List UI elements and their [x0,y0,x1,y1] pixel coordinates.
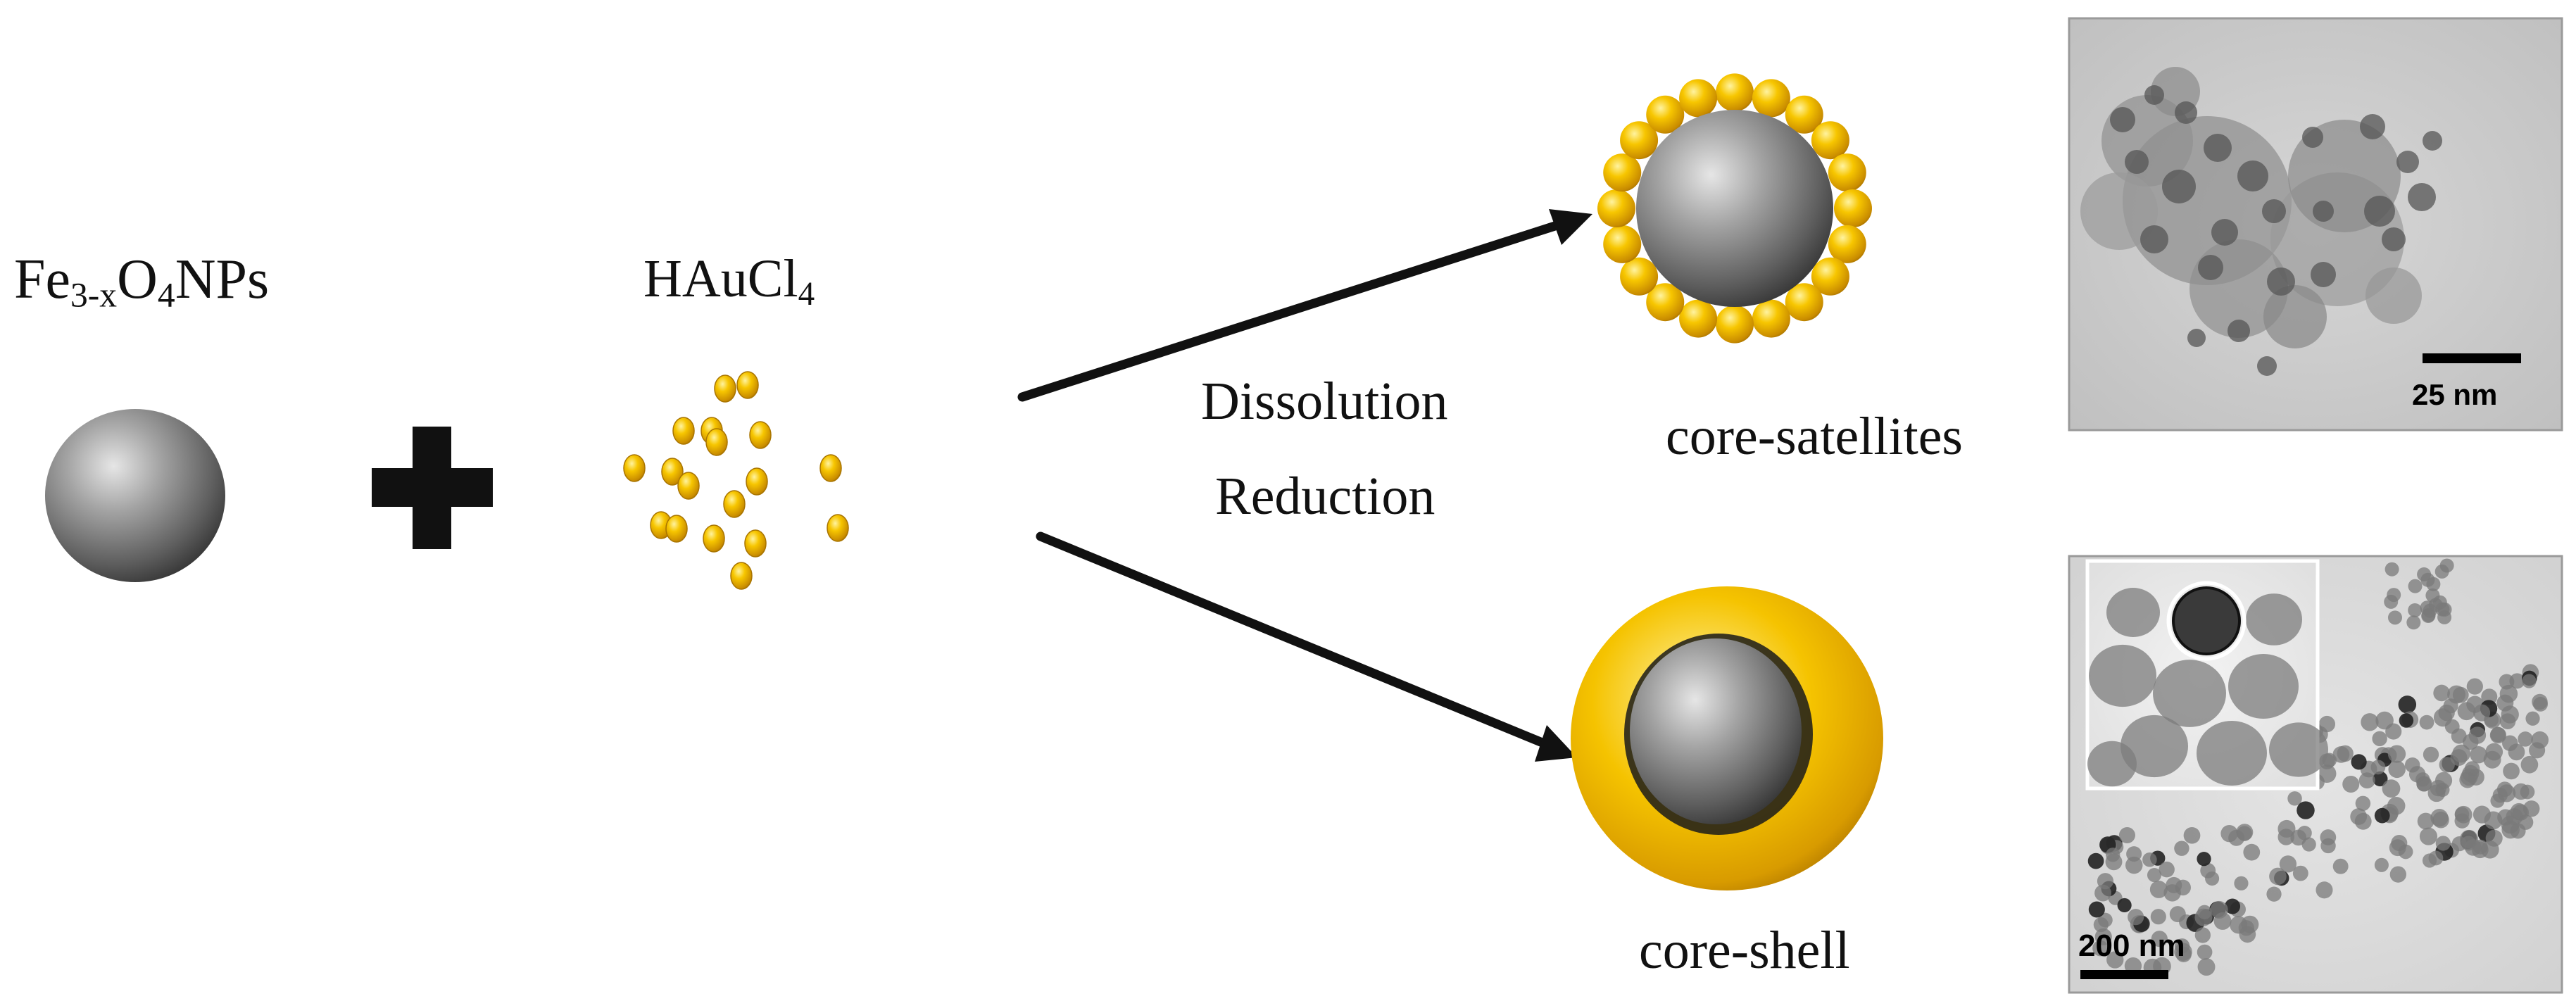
step-dissolution-label: Dissolution [1201,372,1448,431]
core-shell-particle [1571,586,1883,890]
gold-precursor-particles [623,371,849,590]
gold-precursor-label: HAuCl4 [643,249,815,313]
scale-bar-25nm [2423,353,2521,363]
step-reduction-label: Reduction [1215,467,1435,526]
core-satellites-particle [1597,73,1872,344]
scale-label-200nm: 200 nm [2078,928,2185,963]
tem-micrograph-core-shell [2068,555,2563,994]
scale-bar-200nm [2080,970,2168,979]
core-satellites-label: core-satellites [1666,407,1964,466]
plus-icon [372,427,493,549]
iron-oxide-label: Fe3-xO4NPs [14,248,270,315]
arrow-to-core-shell [1036,531,1577,762]
tem-inset [2085,559,2328,791]
tem-micrograph-core-satellites [2068,17,2563,432]
iron-oxide-nanoparticle [45,409,225,582]
scale-label-25nm: 25 nm [2412,378,2498,411]
core-shell-label: core-shell [1639,921,1850,980]
arrow-to-core-satellites [1017,209,1592,402]
